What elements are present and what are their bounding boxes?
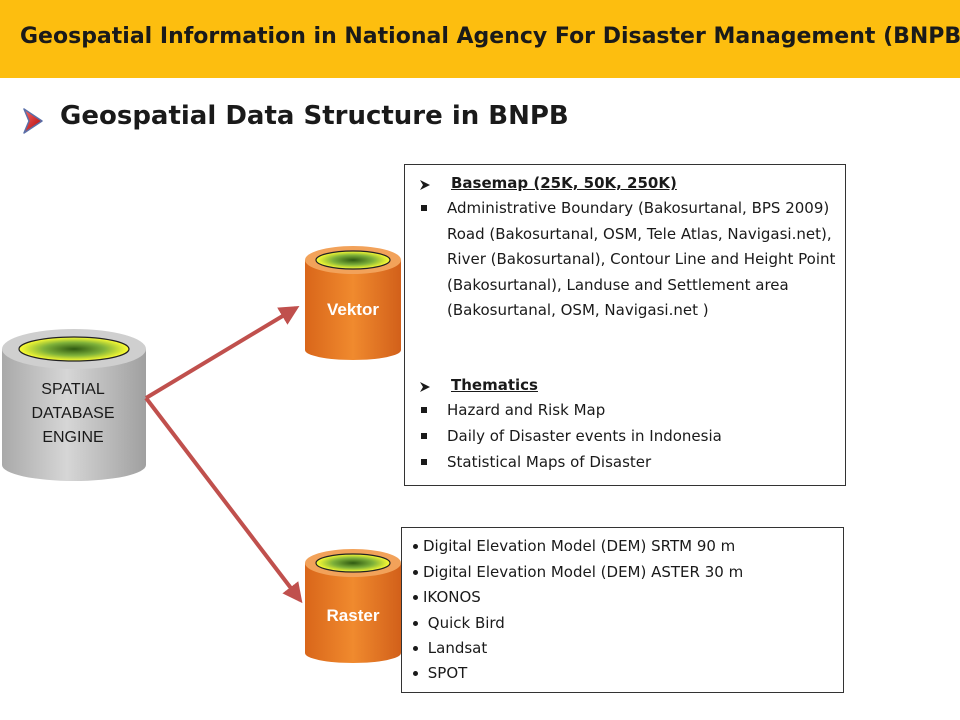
play-arrow-icon <box>23 108 43 134</box>
round-bullet-icon <box>413 570 418 575</box>
square-bullet-icon <box>421 433 427 439</box>
round-bullet-icon <box>413 595 418 600</box>
section-title: Geospatial Data Structure in BNPB <box>60 101 569 131</box>
raster-item: Digital Elevation Model (DEM) SRTM 90 m <box>423 537 736 555</box>
header-title: Geospatial Information in National Agenc… <box>20 24 960 49</box>
thematics-item: Hazard and Risk Map <box>447 401 606 419</box>
round-bullet-icon <box>413 544 418 549</box>
round-bullet-icon <box>413 671 418 676</box>
vektor-data-box: Basemap (25K, 50K, 250K) Administrative … <box>404 164 846 486</box>
thematics-item: Daily of Disaster events in Indonesia <box>447 427 722 445</box>
raster-cylinder <box>305 549 401 663</box>
thematics-heading: Thematics <box>451 376 538 394</box>
arrow-to-raster <box>144 396 303 604</box>
engine-label: SPATIAL DATABASE ENGINE <box>31 381 115 446</box>
engine-cylinder <box>2 329 146 481</box>
raster-item: Quick Bird <box>423 614 505 632</box>
header-bar: Geospatial Information in National Agenc… <box>0 0 960 78</box>
round-bullet-icon <box>413 646 418 651</box>
basemap-heading: Basemap (25K, 50K, 250K) <box>451 174 677 192</box>
vektor-cylinder <box>305 246 401 360</box>
arrow-to-vektor <box>144 305 300 400</box>
basemap-text: Administrative Boundary (Bakosurtanal, B… <box>447 199 836 320</box>
square-bullet-icon <box>421 407 427 413</box>
round-bullet-icon <box>413 621 418 626</box>
square-bullet-icon <box>421 205 427 211</box>
vektor-label: Vektor <box>327 300 379 319</box>
raster-item: Landsat <box>423 639 488 657</box>
raster-item: IKONOS <box>423 588 481 606</box>
square-bullet-icon <box>421 459 427 465</box>
raster-data-box: Digital Elevation Model (DEM) SRTM 90 m … <box>401 527 844 693</box>
chevron-bullet-icon <box>420 180 430 190</box>
raster-item: SPOT <box>423 664 468 682</box>
chevron-bullet-icon <box>420 382 430 392</box>
raster-item: Digital Elevation Model (DEM) ASTER 30 m <box>423 563 744 581</box>
thematics-item: Statistical Maps of Disaster <box>447 453 652 471</box>
raster-label: Raster <box>326 606 380 625</box>
